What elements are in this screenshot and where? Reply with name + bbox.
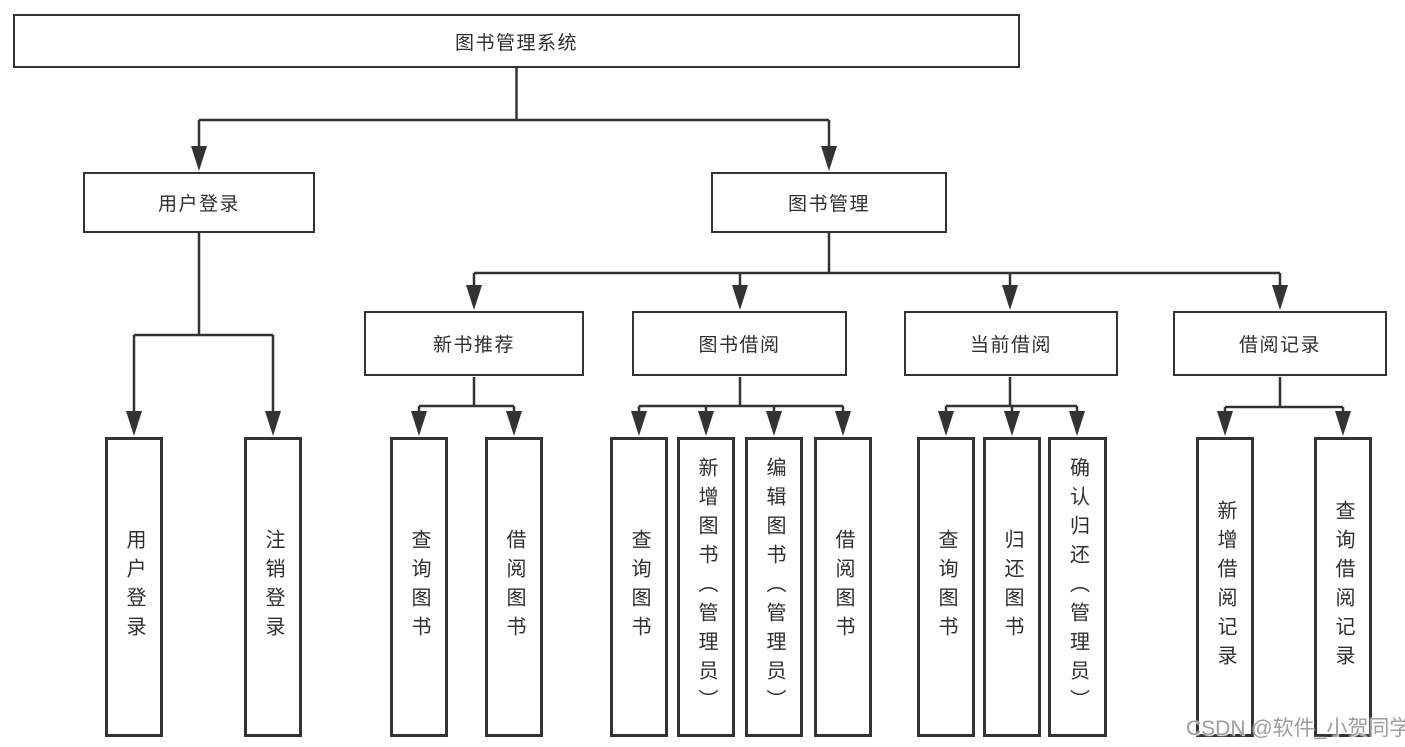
node-current-borrow-label: 当前借阅 <box>969 335 1052 356</box>
node-borrow-record: 借阅记录 <box>1173 311 1387 376</box>
leaf-logout: 注销登录 <box>244 437 302 737</box>
node-book-mgmt: 图书管理 <box>711 172 947 233</box>
node-new-book-rec: 新书推荐 <box>364 311 584 376</box>
node-current-borrow: 当前借阅 <box>904 311 1118 376</box>
leaf-label: 借阅图书 <box>503 529 525 645</box>
csdn-watermark: CSDN @软件_小贺同学 <box>1186 717 1405 740</box>
leaf-add-books-admin: 新增图书（管理员） <box>677 437 735 737</box>
connector-borrow-record-split <box>1217 377 1351 436</box>
leaf-query-borrow-record: 查询借阅记录 <box>1314 437 1372 737</box>
leaf-confirm-return-admin: 确认归还（管理员） <box>1048 437 1107 737</box>
leaf-label: 查询图书 <box>628 529 650 645</box>
leaf-label: 新增图书（管理员） <box>695 456 717 718</box>
node-user-login: 用户登录 <box>83 172 315 233</box>
node-root-label: 图书管理系统 <box>454 32 578 54</box>
node-new-book-rec-label: 新书推荐 <box>432 335 515 356</box>
leaf-label: 查询图书 <box>408 529 430 645</box>
node-book-borrow-label: 图书借阅 <box>698 335 781 356</box>
node-book-borrow: 图书借阅 <box>632 311 847 376</box>
leaf-label: 查询借阅记录 <box>1332 500 1354 674</box>
leaf-add-borrow-record: 新增借阅记录 <box>1196 437 1254 737</box>
leaf-label: 新增借阅记录 <box>1214 500 1236 674</box>
connector-user-login-split <box>126 233 281 436</box>
leaf-label: 用户登录 <box>123 529 145 645</box>
leaf-query-books-2: 查询图书 <box>610 437 668 737</box>
leaf-label: 借阅图书 <box>832 529 854 645</box>
connector-new-book-split <box>411 377 522 436</box>
leaf-borrow-books-2: 借阅图书 <box>814 437 872 737</box>
leaf-user-login: 用户登录 <box>105 437 163 737</box>
leaf-query-books-1: 查询图书 <box>390 437 448 737</box>
leaf-label: 编辑图书（管理员） <box>763 456 785 718</box>
node-root: 图书管理系统 <box>13 14 1020 68</box>
node-book-mgmt-label: 图书管理 <box>787 194 870 215</box>
leaf-borrow-books-1: 借阅图书 <box>485 437 543 737</box>
connector-root-split <box>191 68 837 171</box>
leaf-query-books-3: 查询图书 <box>917 437 975 737</box>
leaf-label: 注销登录 <box>262 529 284 645</box>
leaf-label: 确认归还（管理员） <box>1066 456 1089 718</box>
node-borrow-record-label: 借阅记录 <box>1238 335 1321 356</box>
leaf-edit-books-admin: 编辑图书（管理员） <box>745 437 803 737</box>
connector-book-borrow-split <box>631 377 851 436</box>
leaf-label: 归还图书 <box>1001 529 1023 645</box>
node-user-login-label: 用户登录 <box>157 194 240 215</box>
leaf-return-books: 归还图书 <box>983 437 1041 737</box>
connector-current-borrow-split <box>938 377 1085 436</box>
leaf-label: 查询图书 <box>935 529 957 645</box>
connector-book-mgmt-split <box>466 233 1288 310</box>
